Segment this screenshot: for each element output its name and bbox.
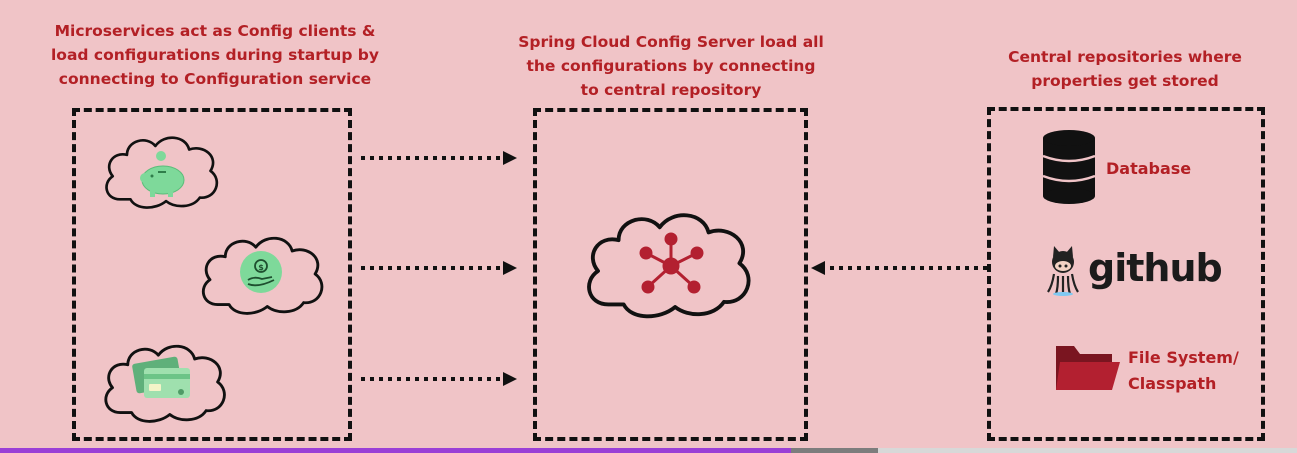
- database-label: Database: [1106, 159, 1192, 178]
- client-caption-line: Microservices act as Config clients &: [54, 22, 376, 40]
- database-icon: [1042, 130, 1096, 204]
- piggy-bank-icon: [140, 151, 185, 197]
- folder-icon: [1056, 346, 1120, 390]
- repository-to-server-arrow: [811, 261, 987, 275]
- server-caption-line: to central repository: [580, 81, 762, 99]
- progress-fill: [0, 448, 792, 453]
- client-to-server-arrow: [361, 372, 517, 386]
- progress-buffered: [878, 448, 1297, 453]
- server-caption-line: Spring Cloud Config Server load all: [518, 33, 824, 51]
- filesystem-label-line: Classpath: [1128, 374, 1217, 393]
- config-server-box: [533, 108, 808, 441]
- server-caption: Spring Cloud Config Server load all the …: [486, 30, 856, 102]
- filesystem-label: File System/ Classpath: [1128, 345, 1239, 397]
- client-caption-line: connecting to Configuration service: [58, 70, 372, 88]
- svg-text:$: $: [258, 263, 264, 272]
- filesystem-label-line: File System/: [1128, 348, 1239, 367]
- repository-caption: Central repositories where properties ge…: [980, 45, 1270, 93]
- server-caption-line: the configurations by connecting: [526, 57, 816, 75]
- repository-caption-line: properties get stored: [1031, 72, 1219, 90]
- progress-bar[interactable]: [0, 448, 1297, 453]
- client-caption-line: load configurations during startup by: [50, 46, 380, 64]
- client-to-server-arrow: [361, 261, 517, 275]
- clients-box: [72, 108, 352, 441]
- money-hand-icon: $: [240, 251, 282, 293]
- octocat-icon: [1047, 246, 1079, 296]
- client-to-server-arrow: [361, 151, 517, 165]
- github-wordmark: github: [1088, 246, 1223, 290]
- repositories-box: [987, 107, 1265, 441]
- repository-caption-line: Central repositories where: [1008, 48, 1242, 66]
- client-caption: Microservices act as Config clients & lo…: [30, 19, 400, 91]
- credit-card-icon: [132, 356, 190, 398]
- network-hub-icon: [639, 232, 704, 294]
